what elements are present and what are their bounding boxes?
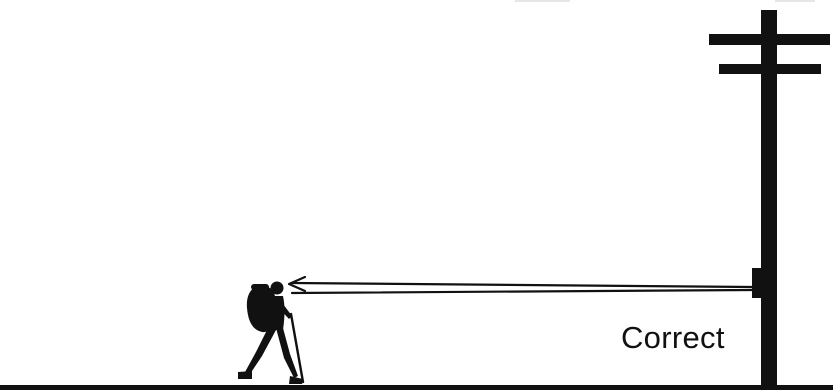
utility-pole — [709, 10, 830, 388]
top-mark-left — [515, 0, 570, 2]
hiker-boot-back — [238, 371, 252, 379]
hiker-torso — [267, 296, 285, 330]
caption-label: Correct — [621, 322, 725, 353]
ground-line — [0, 385, 833, 390]
hiker-bedroll — [251, 284, 269, 290]
hiker-head — [271, 282, 284, 295]
pole-crossarm-top — [709, 34, 830, 45]
sight-line-lower — [292, 290, 752, 293]
pole-crossarm-bottom — [719, 64, 821, 74]
hiker-leg-back — [245, 328, 276, 374]
sight-line-arrow — [289, 277, 752, 293]
sight-line-upper — [292, 283, 752, 287]
top-mark-right — [775, 0, 815, 2]
pole-sign-marker — [752, 268, 762, 298]
hiker-boot-front — [289, 376, 303, 384]
